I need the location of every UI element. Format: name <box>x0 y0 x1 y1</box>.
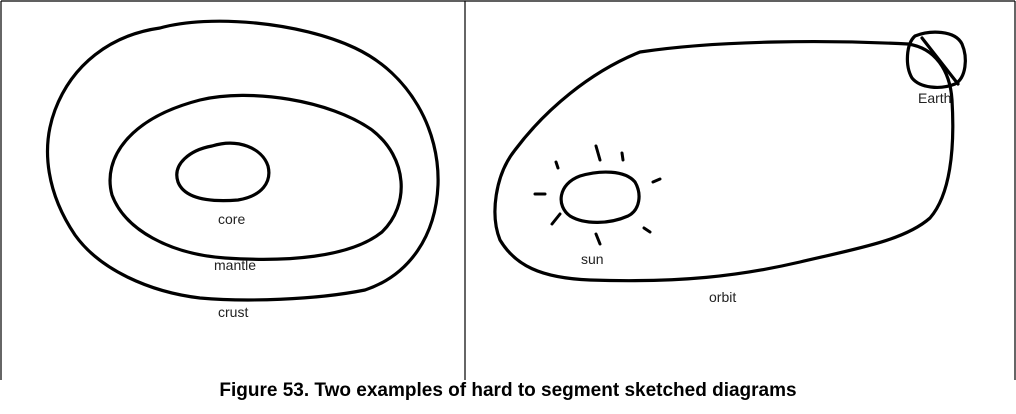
table-borders <box>1 1 1015 380</box>
orbit-sketch: Earth sun orbit <box>495 32 965 305</box>
core-outline <box>177 143 269 200</box>
label-core: core <box>218 211 245 227</box>
label-earth: Earth <box>918 90 951 106</box>
earth-orbit-crossing <box>922 38 958 84</box>
label-sun: sun <box>581 251 604 267</box>
label-orbit: orbit <box>709 289 736 305</box>
earth-layers-sketch: core mantle crust <box>48 21 439 320</box>
label-crust: crust <box>218 304 248 320</box>
sun-rays-icon <box>535 146 660 244</box>
label-mantle: mantle <box>214 257 256 273</box>
sun-outline <box>561 172 639 222</box>
figure-caption: Figure 53. Two examples of hard to segme… <box>0 380 1016 402</box>
mantle-outline <box>110 95 401 259</box>
orbit-outline <box>495 42 953 281</box>
